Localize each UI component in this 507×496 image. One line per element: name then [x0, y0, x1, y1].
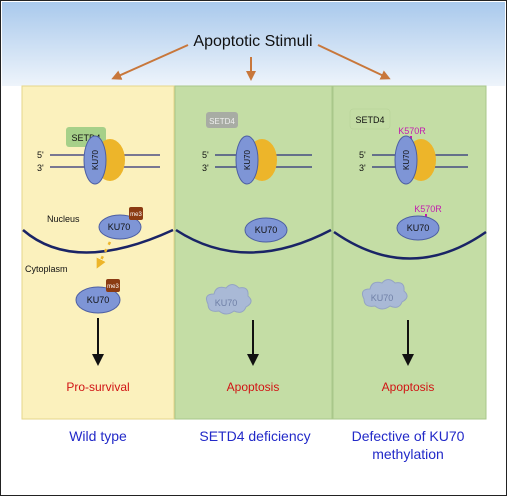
caption-setd4-deficiency: SETD4 deficiency	[199, 428, 310, 444]
outcome-pro-survival: Pro-survival	[66, 380, 129, 394]
setd4-enzyme-faded	[206, 112, 238, 128]
nucleus-label: Nucleus	[47, 214, 80, 224]
nuclear-ku70	[244, 217, 288, 243]
mutation-label-nuclear: K570R	[414, 204, 442, 214]
degraded-ku70-label: KU70	[215, 298, 238, 308]
setd4-label: SETD4	[71, 133, 100, 143]
dna-3-prime: 3'	[37, 163, 44, 173]
me3-nuclear-label: me3	[130, 212, 142, 218]
degraded-ku70-label: KU70	[371, 293, 394, 303]
me3-tag-nuclear	[129, 207, 143, 220]
cytoplasmic-ku70	[75, 286, 121, 314]
ku70-ring	[235, 135, 259, 185]
degraded-ku70-cloud	[362, 279, 408, 310]
stimulus-label: Apoptotic Stimuli	[193, 33, 312, 50]
cytoplasmic-ku70-label: KU70	[87, 295, 110, 305]
ku70-ring	[83, 135, 107, 185]
me3-tag-cytoplasm	[106, 279, 120, 292]
stimulus-arrow-defective	[317, 44, 391, 80]
nuclear-membrane	[333, 230, 487, 260]
defective-methylation-group: SETD4 K570R 5' 3' KU70 K570R KU70 KU70 A…	[333, 108, 487, 394]
caption-defective-line2: methylation	[372, 446, 444, 462]
nuclear-membrane	[22, 228, 174, 254]
caption-defective-line1: Defective of KU70	[352, 428, 465, 444]
degraded-ku70-cloud	[206, 284, 252, 315]
nuclear-ku70-label: KU70	[255, 225, 278, 235]
outcome-apoptosis: Apoptosis	[227, 380, 280, 394]
dna-3-prime: 3'	[202, 163, 209, 173]
stimulus-arrow-wild-type	[111, 44, 189, 80]
setd4-label: SETD4	[355, 115, 384, 125]
ku70-ring-label: KU70	[91, 149, 100, 170]
dna-5-prime: 5'	[37, 150, 44, 160]
wild-type-group: SETD4 5' 3' KU70 Nucleus KU70 me3 Cytopl…	[22, 127, 174, 394]
ku70-ring	[394, 135, 418, 185]
nuclear-ku70	[98, 214, 142, 240]
mutation-label-ring: K570R	[398, 126, 426, 136]
nuclear-ku70	[396, 215, 440, 241]
nuclear-ku70-label: KU70	[407, 223, 430, 233]
ku70-ring-label: KU70	[243, 149, 252, 170]
setd4-faded-label: SETD4	[209, 117, 235, 126]
nuclear-membrane	[175, 228, 332, 254]
ku70-ring-label: KU70	[402, 149, 411, 170]
me3-cyto-label: me3	[107, 284, 119, 290]
nuclear-ku70-label: KU70	[108, 222, 131, 232]
dna-5-prime: 5'	[202, 150, 209, 160]
setd4-deficiency-group: SETD4 5' 3' KU70 KU70 KU70 Apoptosis	[175, 112, 332, 394]
setd4-enzyme	[349, 108, 391, 130]
dna-5-prime: 5'	[359, 150, 366, 160]
outcome-apoptosis: Apoptosis	[382, 380, 435, 394]
cytoplasm-label: Cytoplasm	[25, 264, 68, 274]
dna-3-prime: 3'	[359, 163, 366, 173]
caption-wild-type: Wild type	[69, 428, 127, 444]
